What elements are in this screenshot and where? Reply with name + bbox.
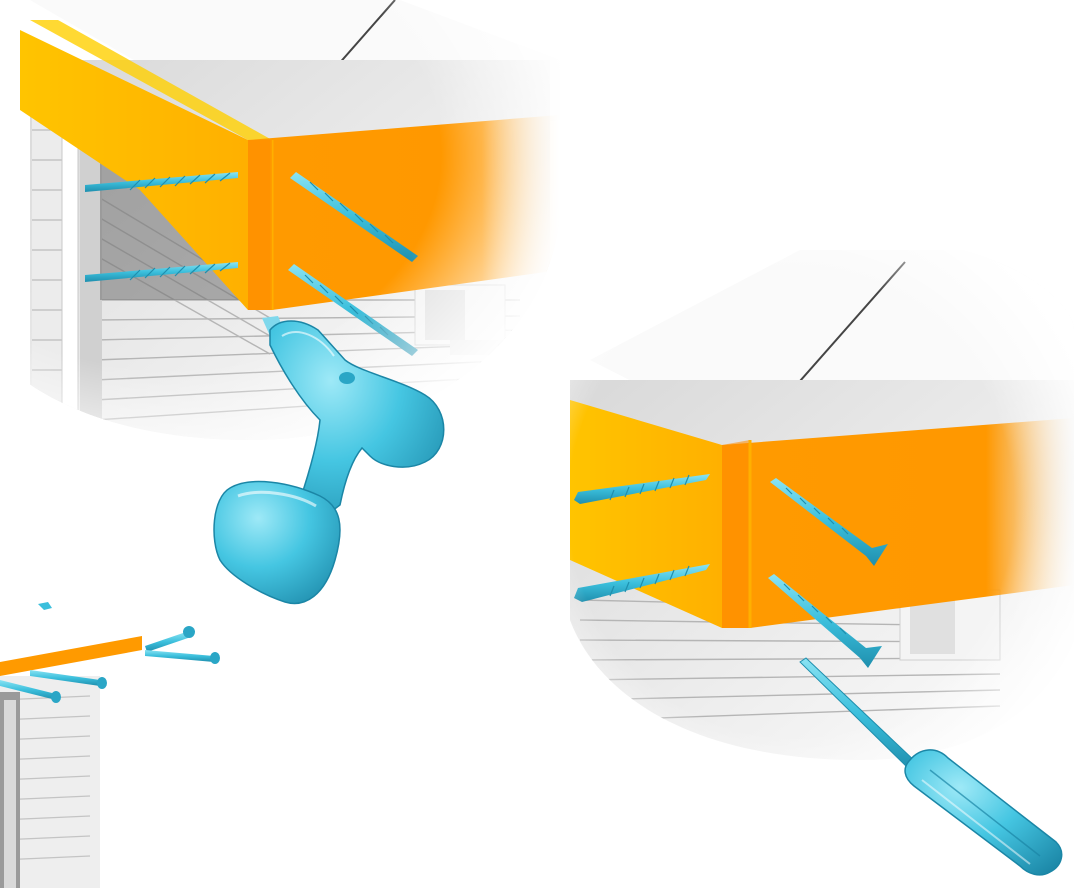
fascia-board bbox=[0, 636, 142, 676]
screw-in-panel bbox=[560, 240, 1074, 780]
pre-drill-panel bbox=[0, 0, 560, 460]
screw-icon bbox=[145, 626, 195, 652]
screw-tip-fragment bbox=[38, 602, 52, 610]
screw-icon bbox=[145, 650, 220, 664]
overview-panel bbox=[0, 626, 220, 888]
